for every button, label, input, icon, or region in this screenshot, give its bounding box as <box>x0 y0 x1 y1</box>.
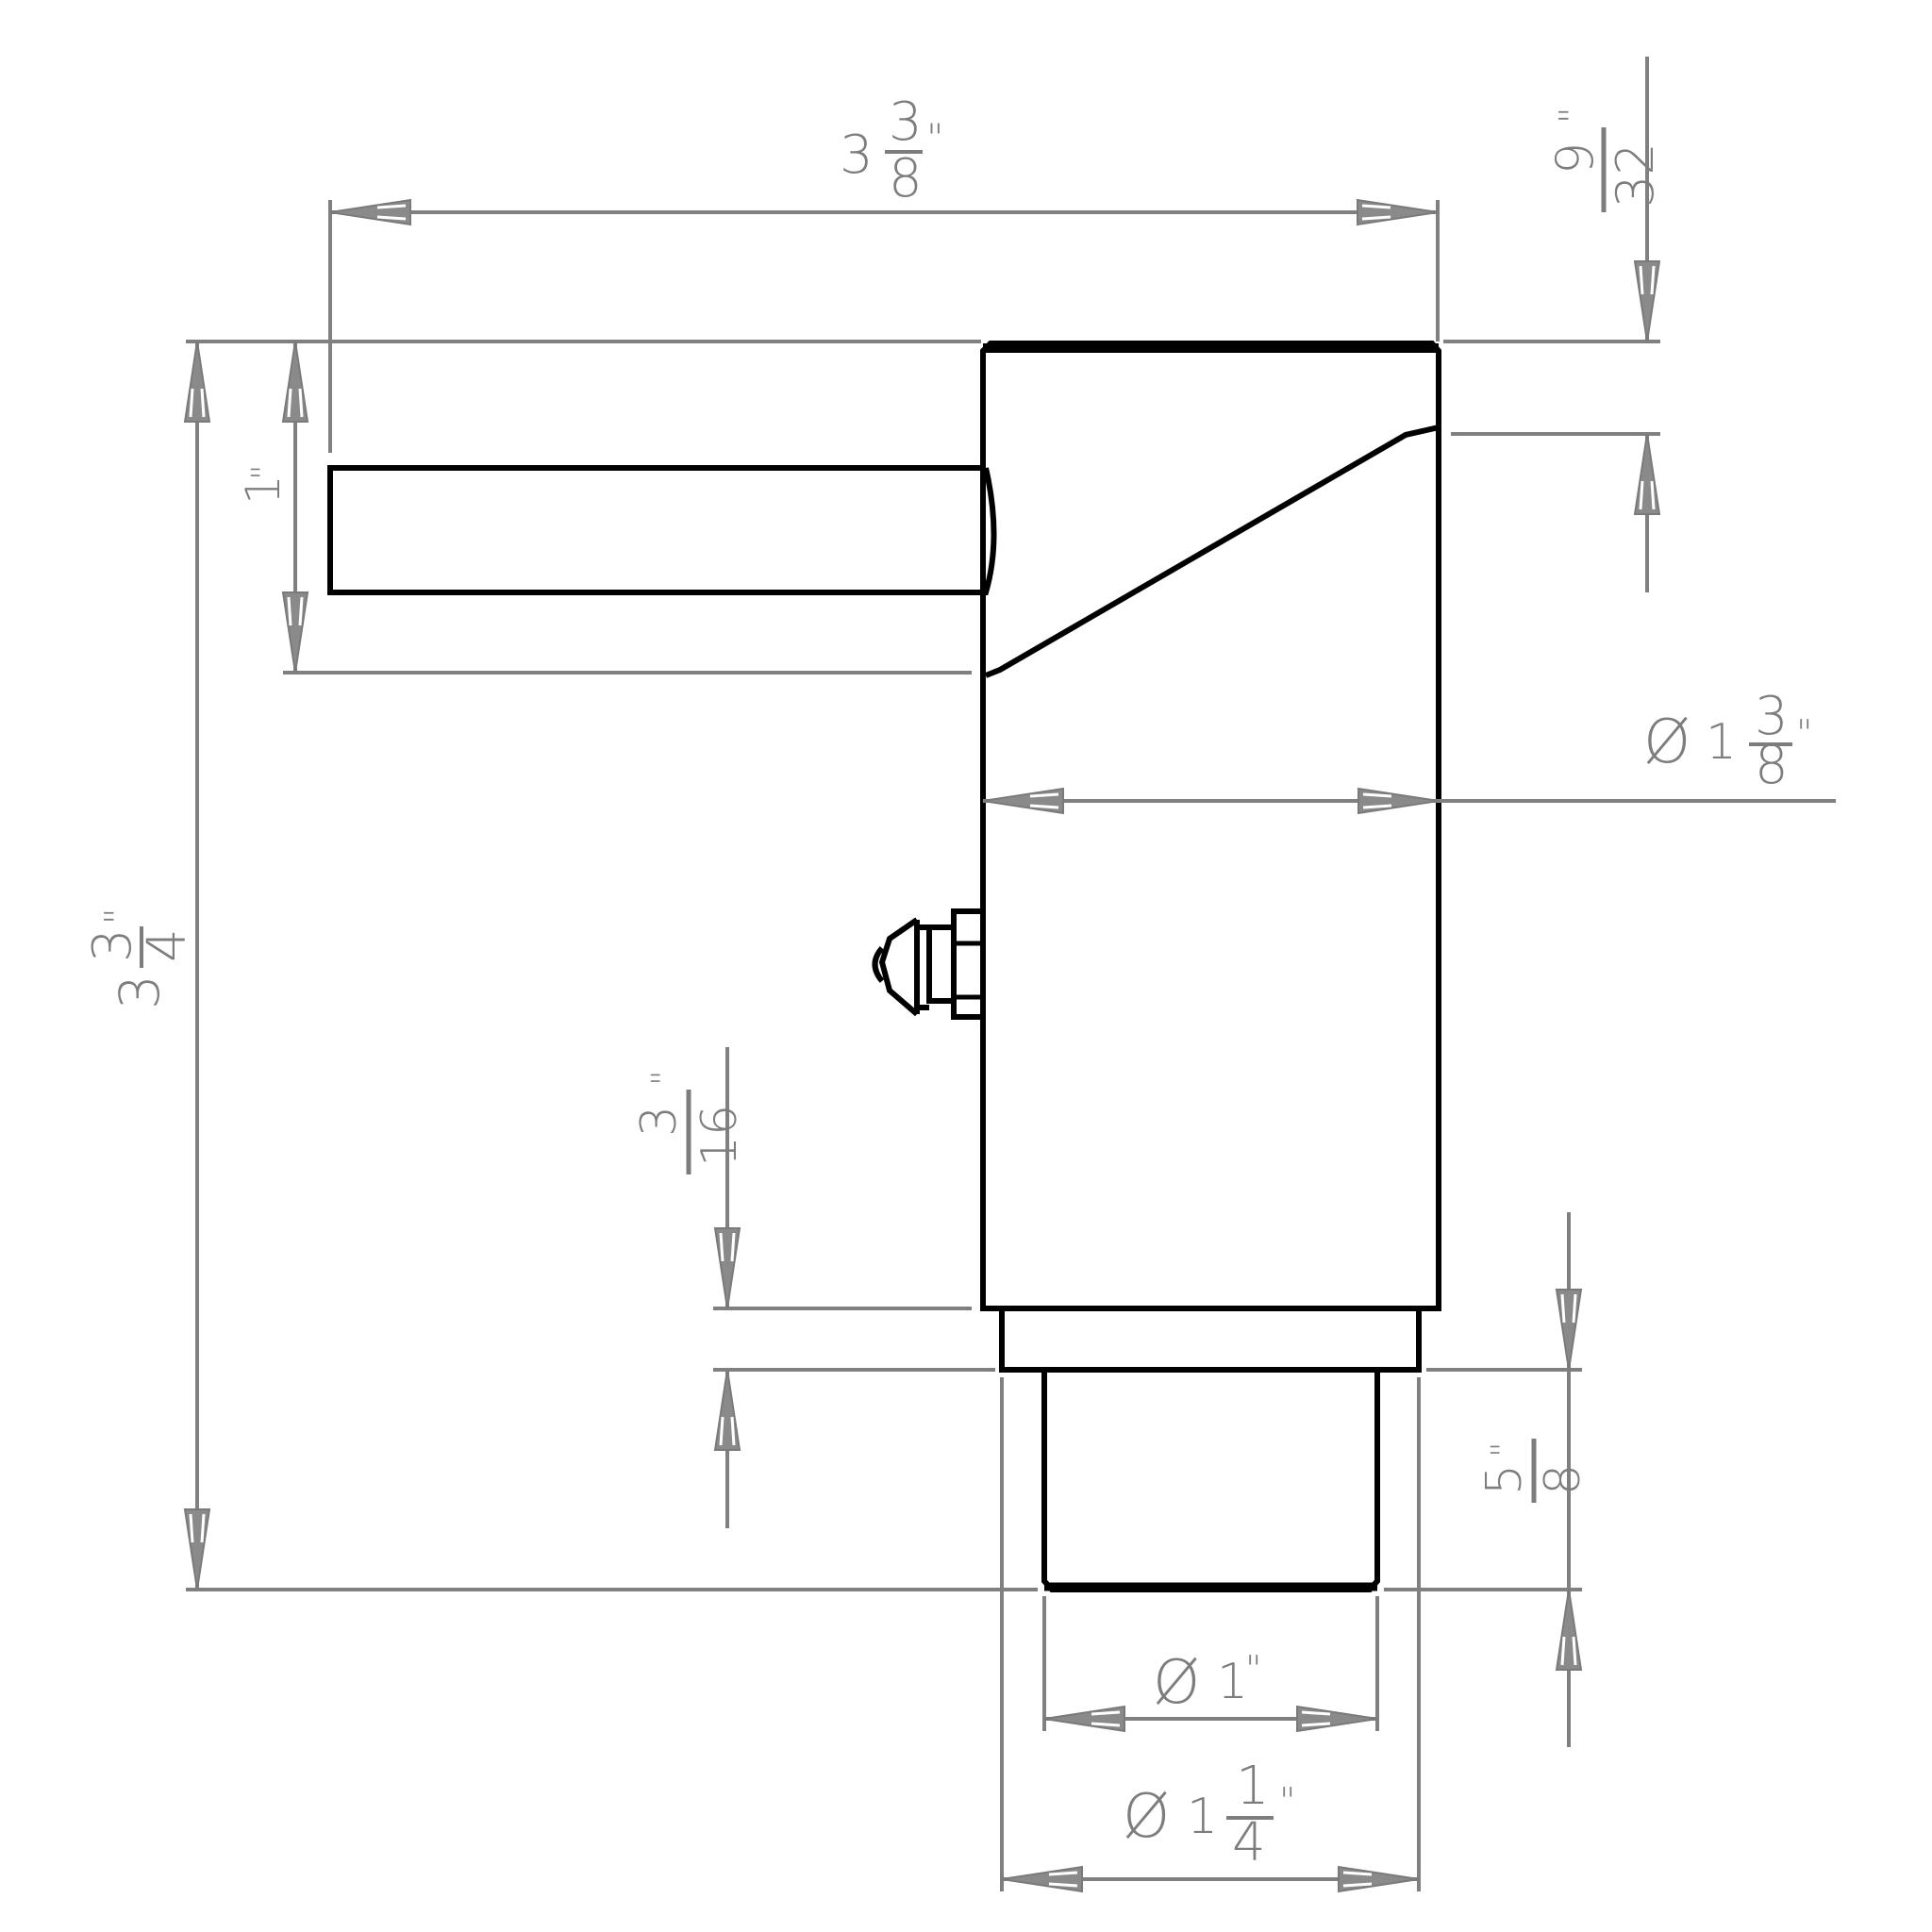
svg-text:8: 8 <box>1755 735 1789 796</box>
svg-text:8: 8 <box>1535 1464 1591 1495</box>
svg-text:8: 8 <box>889 148 923 209</box>
svg-text:": " <box>1796 712 1812 754</box>
svg-text:Ø: Ø <box>1643 708 1690 777</box>
handle <box>327 465 997 595</box>
body <box>980 341 1441 1311</box>
svg-text:Ø: Ø <box>1123 1782 1170 1852</box>
svg-text:3: 3 <box>840 125 874 186</box>
label-body-diameter: Ø 1 3 8 " <box>1643 686 1812 796</box>
svg-text:1: 1 <box>1217 1654 1248 1710</box>
label-cap-height: 9 32 " <box>1545 108 1665 212</box>
svg-text:": " <box>1279 1780 1295 1822</box>
svg-text:3: 3 <box>1755 686 1789 747</box>
diagonal-cut <box>984 425 1440 678</box>
svg-text:16: 16 <box>691 1105 748 1167</box>
svg-text:3: 3 <box>108 974 172 1009</box>
label-collar-diameter: Ø 1 1 4 " <box>1123 1756 1295 1874</box>
svg-text:5: 5 <box>1476 1464 1533 1495</box>
svg-text:3: 3 <box>631 1106 688 1137</box>
svg-text:4: 4 <box>137 928 198 962</box>
label-overall-height: 3 3 4 " <box>82 908 198 1009</box>
svg-text:": " <box>97 908 139 924</box>
label-handle-height: 1 " <box>236 464 291 505</box>
part-outline <box>327 341 1441 1592</box>
svg-text:": " <box>1485 1441 1524 1457</box>
dimension-lines <box>183 57 1836 1893</box>
label-spigot-length: 5 8 " <box>1476 1439 1591 1503</box>
svg-text:Ø: Ø <box>1153 1648 1200 1718</box>
svg-text:": " <box>245 464 284 480</box>
svg-text:": " <box>1552 108 1593 124</box>
label-collar-height: 3 16 " <box>631 1070 748 1174</box>
svg-text:1: 1 <box>236 475 291 505</box>
threaded-spigot <box>1041 1370 1380 1592</box>
grease-fitting <box>872 908 986 1020</box>
svg-text:": " <box>926 117 943 160</box>
svg-text:1: 1 <box>1187 1789 1218 1845</box>
svg-text:32: 32 <box>1606 142 1665 208</box>
svg-text:3: 3 <box>82 928 143 962</box>
svg-text:1: 1 <box>1236 1756 1270 1817</box>
collar <box>999 1306 1422 1373</box>
svg-text:3: 3 <box>889 92 923 153</box>
svg-text:": " <box>645 1070 684 1086</box>
svg-text:9: 9 <box>1545 142 1605 175</box>
svg-text:4: 4 <box>1232 1812 1266 1874</box>
label-spigot-diameter: Ø 1 " <box>1153 1648 1261 1718</box>
svg-text:1: 1 <box>1706 714 1737 771</box>
label-overall-width: 3 3 8 " <box>840 92 943 209</box>
svg-text:": " <box>1245 1648 1261 1690</box>
